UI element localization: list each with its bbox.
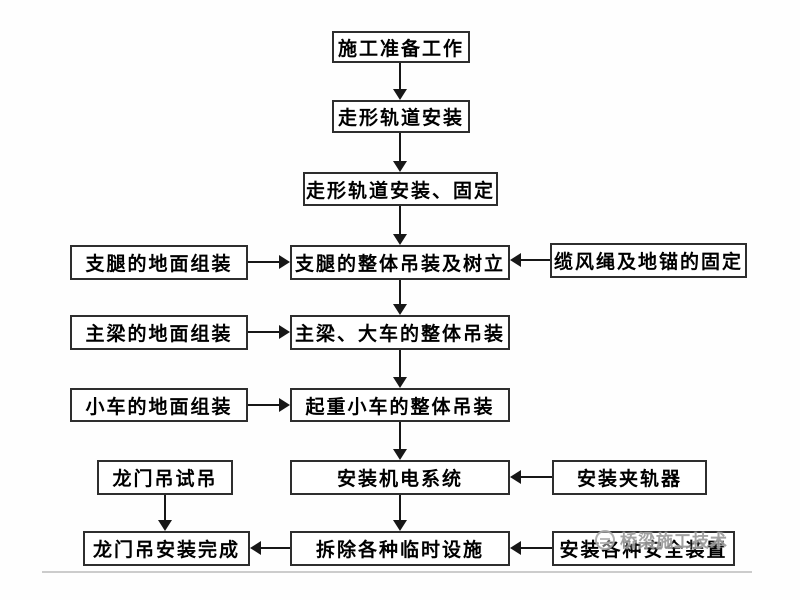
arrow-track-install-to-fix	[393, 133, 407, 172]
arrow-test-lift-to-complete	[158, 495, 172, 531]
arrow-head-left-icon	[510, 253, 521, 267]
arrow-shaft	[248, 261, 281, 263]
arrow-shaft	[399, 495, 401, 522]
arrow-track-fix-to-leg-hoist	[393, 206, 407, 245]
arrow-cable-anchor-to-leg-hoist	[510, 253, 550, 267]
arrow-shaft	[519, 259, 550, 261]
arrow-head-down-icon	[393, 89, 407, 100]
arrow-head-left-icon	[510, 470, 521, 484]
flow-node-complete: 龙门吊安装完成	[83, 531, 250, 566]
arrow-shaft	[399, 133, 401, 163]
arrow-shaft	[248, 404, 281, 406]
flow-node-prep: 施工准备工作	[332, 31, 470, 63]
flow-node-track-install: 走形轨道安装	[332, 100, 470, 133]
arrow-shaft	[259, 547, 290, 549]
arrow-safety-to-dismantle	[510, 541, 552, 555]
arrow-rail-clamp-to-mech-elec	[510, 470, 552, 484]
flow-node-trolley-hoist: 起重小车的整体吊装	[290, 388, 510, 422]
flow-node-safety-devices: 安装各种安全装置	[552, 531, 735, 566]
flow-node-rail-clamp: 安装夹轨器	[552, 460, 707, 495]
arrow-girder-ground-to-hoist	[248, 325, 290, 339]
arrow-prep-to-track-install	[393, 63, 407, 100]
arrow-head-down-icon	[393, 234, 407, 245]
arrow-head-right-icon	[279, 325, 290, 339]
watermark: 桥梁施工技术	[595, 527, 728, 552]
arrow-leg-ground-to-hoist	[248, 255, 290, 269]
flow-node-trolley-ground: 小车的地面组装	[70, 388, 248, 422]
arrow-shaft	[399, 280, 401, 306]
arrow-head-left-icon	[250, 541, 261, 555]
arrow-head-down-icon	[393, 161, 407, 172]
watermark-logo-icon	[595, 529, 615, 550]
arrow-dismantle-to-complete	[250, 541, 290, 555]
flow-node-girder-ground: 主梁的地面组装	[70, 315, 248, 350]
flow-node-cable-anchor: 缆风绳及地锚的固定	[550, 243, 747, 278]
arrow-head-left-icon	[510, 541, 521, 555]
arrow-shaft	[164, 495, 166, 522]
arrow-head-down-icon	[158, 520, 172, 531]
arrow-mech-elec-to-dismantle	[393, 495, 407, 531]
flow-node-leg-ground: 支腿的地面组装	[70, 245, 248, 280]
flow-node-girder-hoist: 主梁、大车的整体吊装	[290, 315, 510, 350]
flow-node-mech-elec: 安装机电系统	[290, 460, 510, 495]
arrow-head-right-icon	[279, 255, 290, 269]
arrow-head-down-icon	[393, 520, 407, 531]
arrow-shaft	[399, 350, 401, 379]
flow-node-test-lift: 龙门吊试吊	[97, 460, 233, 495]
arrow-trolley-to-mech-elec	[393, 422, 407, 460]
flow-node-leg-hoist: 支腿的整体吊装及树立	[290, 245, 510, 280]
arrow-shaft	[399, 63, 401, 91]
arrow-girder-to-trolley-hoist	[393, 350, 407, 388]
arrow-leg-to-girder-hoist	[393, 280, 407, 315]
arrow-head-down-icon	[393, 449, 407, 460]
watermark-text: 桥梁施工技术	[620, 532, 728, 551]
arrow-head-right-icon	[279, 398, 290, 412]
arrow-shaft	[519, 476, 552, 478]
arrow-shaft	[399, 422, 401, 451]
bottom-divider	[42, 571, 752, 573]
arrow-shaft	[248, 331, 281, 333]
arrow-head-down-icon	[393, 377, 407, 388]
flow-node-track-fix: 走形轨道安装、固定	[303, 172, 498, 206]
flow-node-dismantle: 拆除各种临时设施	[290, 531, 510, 566]
arrow-shaft	[399, 206, 401, 236]
arrow-shaft	[519, 547, 552, 549]
arrow-head-down-icon	[393, 304, 407, 315]
arrow-trolley-ground-to-hoist	[248, 398, 290, 412]
